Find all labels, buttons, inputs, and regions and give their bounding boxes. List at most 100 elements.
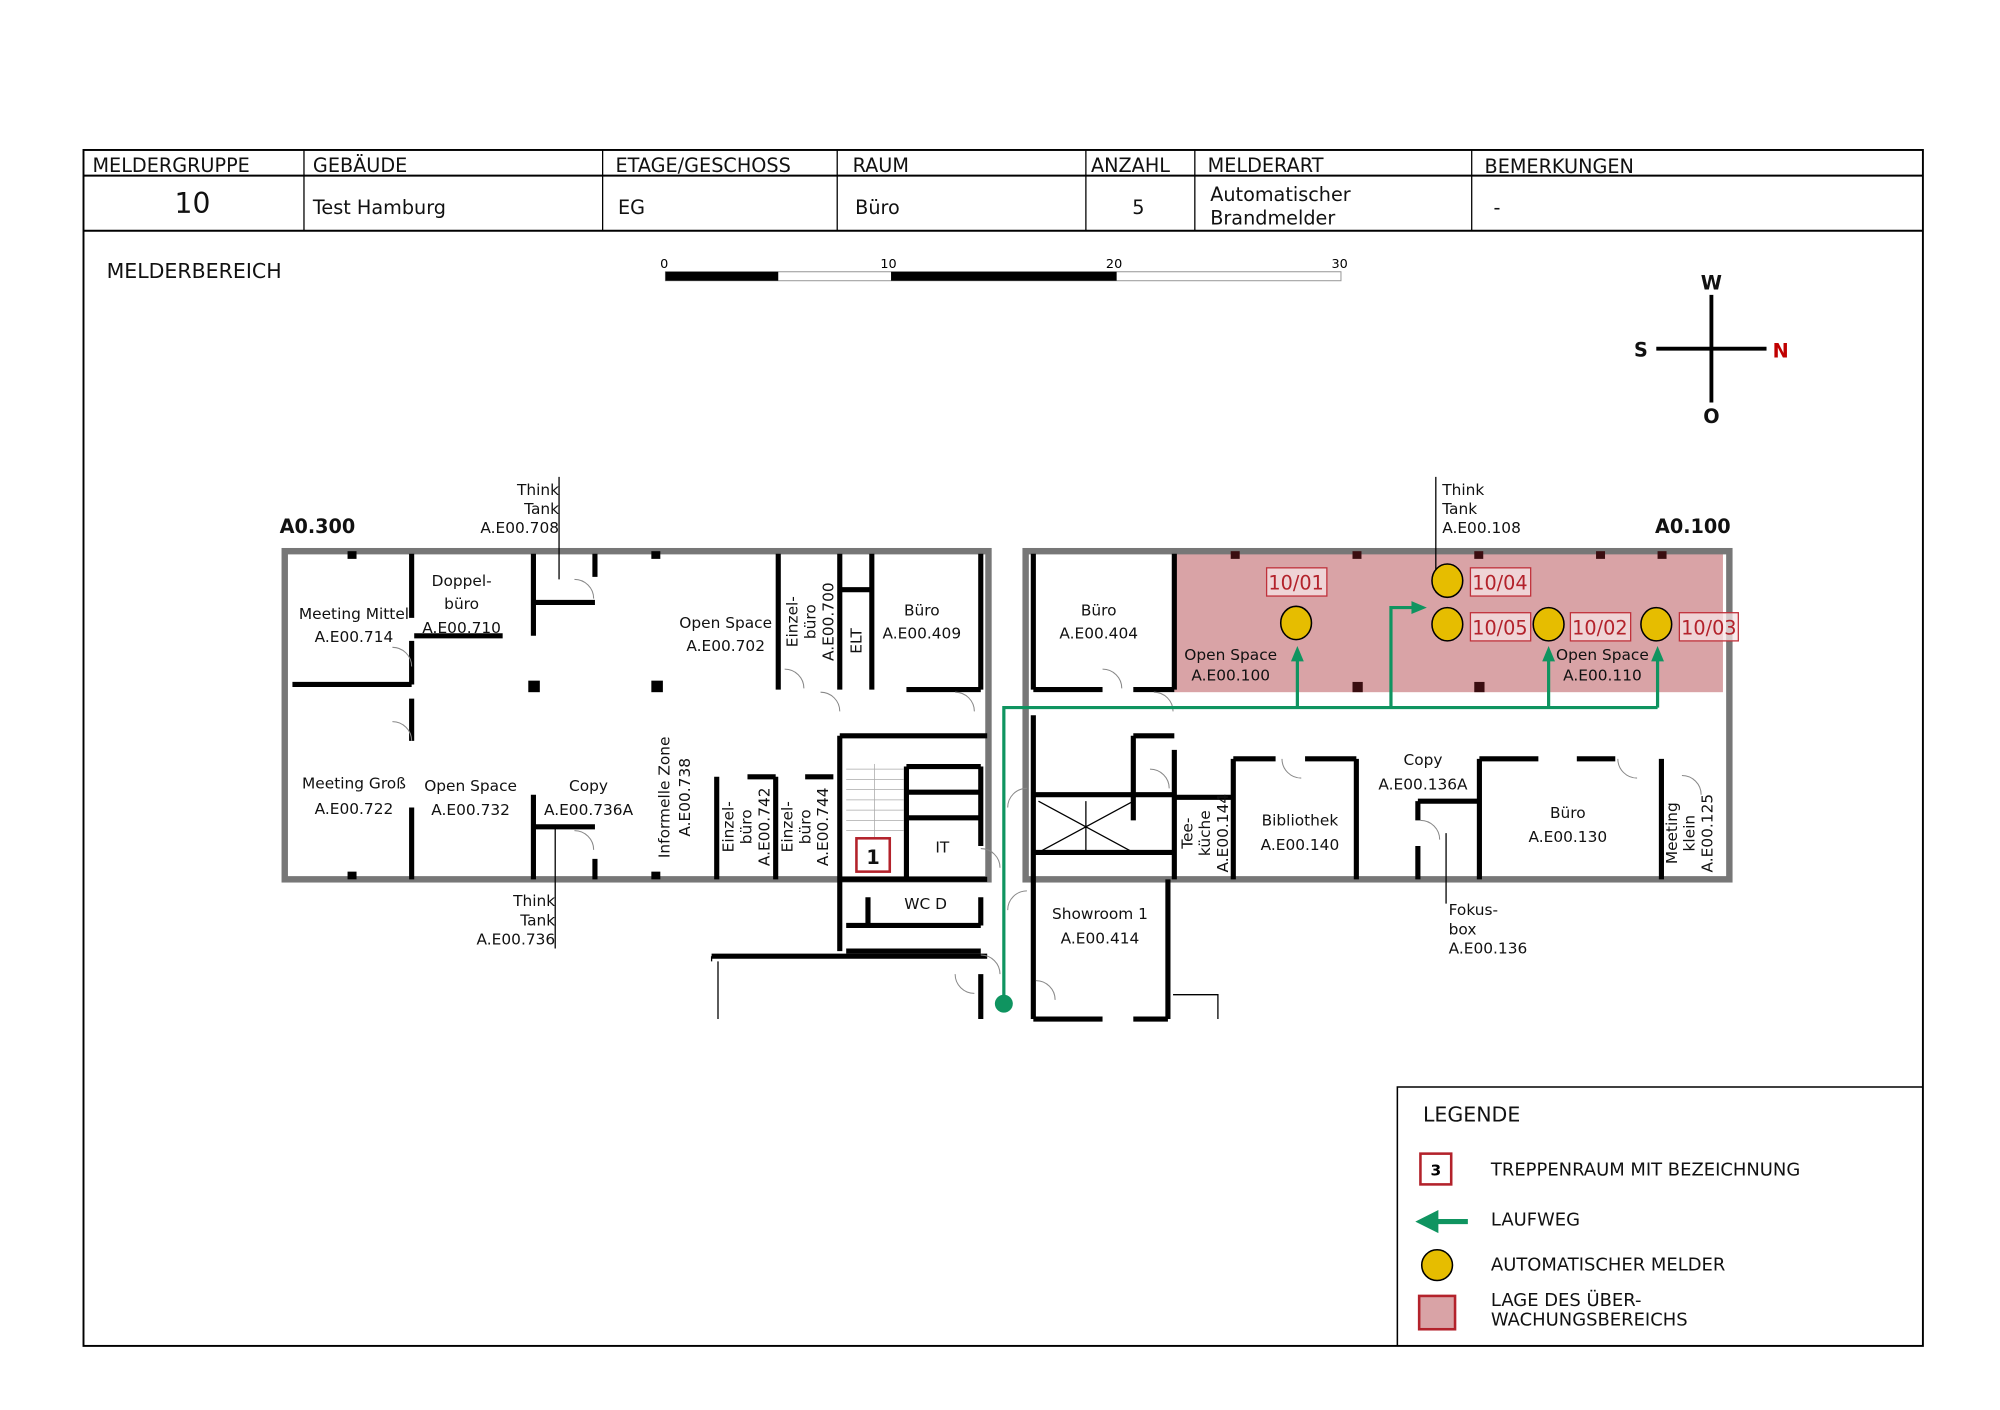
room-label: A.E00.136A: [1378, 776, 1468, 794]
detector-icon[interactable]: [1532, 606, 1565, 642]
room-label: Einzel-: [778, 801, 796, 852]
room-label: Fokus-: [1449, 901, 1498, 919]
legend-stair: TREPPENRAUM MIT BEZEICHNUNG: [1490, 1159, 1800, 1180]
room-label: A.E00.100: [1191, 667, 1270, 685]
legend-zone-1: LAGE DES ÜBER-: [1491, 1289, 1642, 1311]
room-label: Büro: [1081, 601, 1117, 619]
room-label: Tank: [519, 911, 555, 929]
room-label: Einzel-: [719, 801, 737, 852]
room-label: Büro: [1550, 804, 1586, 822]
route-legend-icon: [1415, 1210, 1468, 1234]
header-etage: ETAGE/GESCHOSS: [615, 154, 790, 177]
room-label: Open Space: [1184, 646, 1277, 664]
room-label: küche: [1196, 810, 1214, 856]
detector-icon[interactable]: [1640, 606, 1673, 642]
room-label: A.E00.736A: [544, 801, 634, 819]
room-label: A.E00.130: [1529, 828, 1608, 846]
route-start-dot: [994, 994, 1013, 1013]
room-label: ELT: [848, 628, 866, 654]
legend-title: LEGENDE: [1423, 1103, 1520, 1127]
scale-label: 10: [880, 257, 896, 272]
info-table: MELDERGRUPPE GEBÄUDE ETAGE/GESCHOSS RAUM…: [82, 149, 1924, 1347]
room-label: A.E00.708: [480, 519, 559, 537]
building-right-label: A0.100: [1655, 515, 1731, 538]
room-label: box: [1449, 920, 1477, 938]
room-label: Open Space: [1556, 646, 1649, 664]
room-label: Open Space: [679, 614, 772, 632]
arrow-icon: [1651, 646, 1664, 662]
detector-legend-icon: [1420, 1249, 1454, 1282]
room-label: A.E00.702: [686, 637, 765, 655]
detector-icon[interactable]: [1431, 563, 1464, 599]
room-label: A.E00.700: [819, 582, 837, 661]
scale-label: 0: [660, 257, 668, 272]
room-label: Showroom 1: [1052, 905, 1148, 923]
room-label: klein: [1681, 815, 1699, 852]
detector-icon[interactable]: [1431, 606, 1464, 642]
room-label: Tank: [1441, 500, 1477, 518]
room-label: A.E00.409: [882, 624, 961, 642]
header-raum: RAUM: [853, 154, 909, 177]
detectors: 10/01 10/04 10/05 10/02 10/03: [1265, 563, 1739, 642]
escape-route: [994, 601, 1664, 1013]
room-label: A.E00.125: [1699, 794, 1717, 873]
value-raum: Büro: [855, 196, 900, 219]
room-label: büro: [737, 809, 755, 844]
scale-bar: 0 10 20 30: [660, 257, 1348, 282]
room-label: A.E00.414: [1061, 929, 1140, 947]
room-label: A.E00.710: [422, 619, 501, 637]
compass-s: S: [1634, 338, 1648, 361]
building-left-label: A0.300: [280, 515, 356, 538]
room-label: büro: [444, 595, 479, 613]
room-label: Copy: [1403, 751, 1442, 769]
room-label: A.E00.738: [676, 758, 694, 837]
room-label: A.E00.742: [755, 787, 773, 866]
compass-icon: W O S N: [1634, 272, 1789, 428]
detector-icon[interactable]: [1279, 605, 1313, 641]
room-label: Meeting: [1663, 802, 1681, 864]
stairwell-marker: 1: [855, 837, 892, 873]
room-label: büro: [801, 604, 819, 639]
floor-plan: [281, 476, 1733, 1022]
stair-legend-sample: 3: [1430, 1161, 1441, 1179]
scale-label: 30: [1332, 257, 1348, 272]
compass-o: O: [1703, 405, 1719, 428]
detector-label: 10/03: [1681, 617, 1736, 640]
room-label: Meeting Mittel: [299, 605, 409, 623]
room-label: WC D: [904, 895, 947, 913]
room-label: A.E00.722: [315, 800, 394, 818]
room-label: A.E00.404: [1059, 624, 1138, 642]
value-meldergruppe: 10: [175, 187, 211, 220]
detector-label: 10/04: [1472, 572, 1527, 595]
room-label: A.E00.714: [315, 628, 394, 646]
room-label: Tee-: [1178, 818, 1196, 850]
value-melderart-1: Automatischer: [1210, 183, 1351, 206]
header-gebaeude: GEBÄUDE: [313, 154, 407, 177]
value-bemerkungen: -: [1494, 196, 1501, 219]
room-label: Büro: [904, 601, 940, 619]
stair-legend-icon: [1419, 1152, 1453, 1186]
legend: LEGENDE 3 TREPPENRAUM MIT BEZEICHNUNG LA…: [1396, 1086, 1923, 1346]
room-label: büro: [796, 809, 814, 844]
detector-label: 10/05: [1472, 617, 1527, 640]
room-label: Copy: [569, 777, 608, 795]
room-label: Open Space: [424, 777, 517, 795]
compass-n: N: [1773, 340, 1789, 363]
stairwell-number: 1: [866, 846, 879, 869]
room-label: Einzel-: [783, 596, 801, 647]
room-label: Informelle Zone: [655, 736, 673, 858]
room-label: Meeting Groß: [302, 774, 406, 792]
scale-label: 20: [1106, 257, 1122, 272]
compass-w: W: [1701, 272, 1722, 295]
room-label: Think: [516, 481, 559, 499]
arrow-icon: [1411, 601, 1427, 614]
legend-route: LAUFWEG: [1491, 1209, 1580, 1230]
room-label: Think: [1441, 481, 1484, 499]
room-label: A.E00.136: [1449, 940, 1528, 958]
value-melderart-2: Brandmelder: [1210, 206, 1335, 229]
arrow-icon: [1542, 646, 1556, 662]
room-label: A.E00.144: [1214, 794, 1232, 873]
room-label: Think: [512, 892, 555, 910]
room-label: A.E00.110: [1563, 667, 1642, 685]
room-label: IT: [935, 838, 950, 856]
